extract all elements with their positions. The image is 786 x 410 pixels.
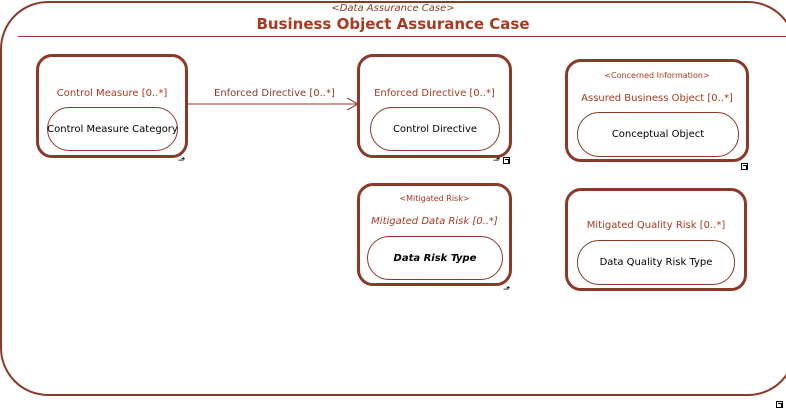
control-measure-box[interactable]: Control Measure [0..*] Control Measure C… xyxy=(36,54,188,158)
link-icon[interactable] xyxy=(503,157,510,164)
frame-stereotype: <Data Assurance Case> xyxy=(331,3,455,14)
return-arrow-icon[interactable]: ⬏ xyxy=(503,285,511,295)
return-arrow-icon[interactable]: ⬏ xyxy=(493,156,501,166)
return-arrow-icon[interactable]: ⬏ xyxy=(178,156,186,166)
assured-business-object-stereotype: <Concerned Information> xyxy=(604,71,710,80)
link-icon[interactable] xyxy=(741,163,748,170)
link-icon[interactable] xyxy=(776,401,783,408)
mitigated-data-risk-box[interactable]: <Mitigated Risk> Mitigated Data Risk [0.… xyxy=(357,183,512,286)
connector-label: Enforced Directive [0..*] xyxy=(214,88,335,99)
control-directive[interactable]: Control Directive xyxy=(370,107,500,151)
mitigated-quality-risk-title: Mitigated Quality Risk [0..*] xyxy=(586,220,726,231)
control-measure-title: Control Measure [0..*] xyxy=(56,88,168,99)
mitigated-data-risk-stereotype: <Mitigated Risk> xyxy=(399,194,470,203)
mitigated-quality-risk-box[interactable]: Mitigated Quality Risk [0..*] Data Quali… xyxy=(565,188,747,291)
conceptual-object[interactable]: Conceptual Object xyxy=(577,112,739,157)
data-risk-type[interactable]: Data Risk Type xyxy=(367,236,503,280)
data-quality-risk-type[interactable]: Data Quality Risk Type xyxy=(577,240,735,285)
frame-separator xyxy=(18,36,786,37)
assured-business-object-box[interactable]: <Concerned Information> Assured Business… xyxy=(565,59,749,162)
mitigated-data-risk-title: Mitigated Data Risk [0..*] xyxy=(371,216,498,227)
assurance-case-frame[interactable] xyxy=(0,1,786,396)
enforced-directive-title: Enforced Directive [0..*] xyxy=(374,88,495,99)
enforced-directive-box[interactable]: Enforced Directive [0..*] Control Direct… xyxy=(357,54,512,158)
control-measure-category[interactable]: Control Measure Category xyxy=(47,107,178,151)
assured-business-object-title: Assured Business Object [0..*] xyxy=(581,93,733,104)
frame-title: Business Object Assurance Case xyxy=(256,15,530,33)
